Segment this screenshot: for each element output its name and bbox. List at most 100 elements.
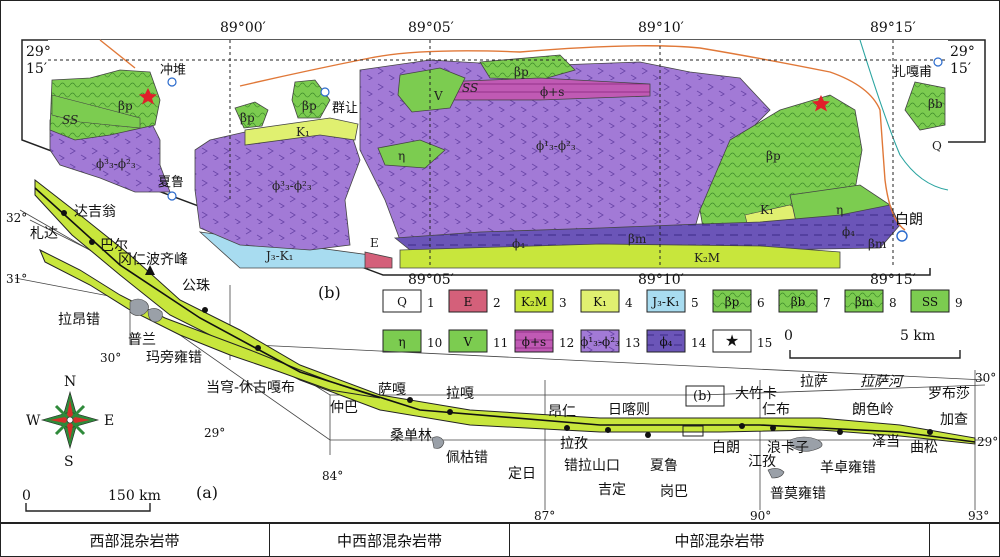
place-a-saga: 萨嘎 (378, 382, 406, 398)
place-a-sangdanlin: 桑单林 (390, 428, 432, 444)
scale-a-zero: 0 (22, 488, 31, 504)
label-ss2: SS (462, 81, 478, 95)
place-a-xialu: 夏鲁 (650, 458, 678, 474)
sample-star-1 (139, 88, 157, 105)
place-a-dajiweng: 达吉翁 (74, 204, 116, 220)
lon-93: 93° (968, 509, 989, 523)
legend-num-12: 12 (559, 336, 574, 350)
legend-num-6: 6 (757, 296, 765, 310)
lat-29-left: 29° (204, 426, 225, 440)
scale-b-zero: 0 (784, 328, 793, 344)
right-lat-min: 15′ (950, 61, 971, 77)
legend-item-3: K₂M 3 (514, 289, 567, 313)
legend-code-8: βm (855, 295, 874, 309)
legend-code-15: ★ (725, 331, 739, 350)
label-bp-left: βp (118, 99, 133, 113)
legend-num-10: 10 (427, 336, 442, 350)
panel-a: 达吉翁 札达 巴尔 冈仁波齐峰 公珠 拉昂错 普兰 玛旁雍错 当穹-休古嘎布 仲… (6, 178, 998, 523)
compass-w: W (26, 413, 41, 429)
legend-code-1: Q (397, 295, 407, 309)
lon-87: 87° (534, 509, 555, 523)
inner-tick-0: 89°05′ (408, 272, 454, 288)
left-lat-deg: 29° (26, 44, 51, 60)
label-k1a: K₁ (296, 125, 310, 139)
place-a-baer: 巴尔 (100, 238, 128, 254)
legend-item-15: ★ 15 (712, 329, 772, 353)
legend-num-3: 3 (559, 296, 567, 310)
lat-30: 30° (100, 351, 121, 365)
legend-num-2: 2 (493, 296, 501, 310)
label-bm2: βm (868, 237, 887, 251)
label-phi-s: ϕ+s (540, 85, 564, 99)
place-a-pumoyongcuo: 普莫雍错 (770, 486, 826, 502)
place-a-laangcuo: 拉昂错 (58, 312, 100, 328)
place-a-jiangzi: 江孜 (748, 454, 776, 470)
place-a-rikaze: 日喀则 (608, 402, 650, 418)
place-a-jiding: 吉定 (598, 482, 626, 498)
lake-pumoyongcuo (767, 468, 785, 479)
label-ss1: SS (62, 113, 78, 127)
top-tick-1: 89°05′ (408, 20, 454, 36)
place-a-zada: 札达 (30, 226, 58, 242)
legend-code-2: E (464, 295, 473, 309)
belt-empty (930, 524, 1000, 557)
label-phi-center: ϕ¹₃-ϕ²₃ (536, 139, 576, 153)
legend-num-8: 8 (889, 296, 897, 310)
label-phi4: ϕ₄ (512, 237, 525, 251)
label-eta2: η (836, 203, 843, 217)
panel-a-label: (a) (196, 483, 218, 502)
place-a-langkazi: 浪卡子 (767, 440, 809, 456)
place-qunrang: 群让 (332, 101, 358, 116)
label-k1b: K₁ (760, 203, 774, 217)
place-a-luobusha: 罗布莎 (928, 386, 970, 402)
legend-code-10: η (398, 335, 405, 349)
place-zhagafu: 扎嘎甫 (893, 65, 932, 80)
place-a-renbu: 仁布 (762, 402, 790, 418)
legend-code-4: K₁ (593, 295, 607, 309)
peak-icon (145, 265, 155, 275)
compass-s: S (64, 454, 74, 470)
legend-code-3: K₂M (521, 295, 547, 309)
panel-b-scale: 0 5 km (784, 328, 961, 359)
place-a-zhongba: 仲巴 (330, 400, 358, 416)
place-a-cuolashankou: 错拉山口 (564, 458, 620, 474)
place-a-mapangyongcuo: 玛旁雍错 (146, 349, 202, 366)
place-a-laga: 拉嘎 (446, 386, 474, 402)
label-phi-left: ϕ³₃-ϕ²₃ (96, 157, 136, 171)
legend-num-7: 7 (823, 296, 831, 310)
lake-laangcuo (129, 298, 149, 316)
label-v: V (433, 89, 443, 103)
place-a-lazi: 拉孜 (560, 436, 588, 452)
legend-num-15: 15 (757, 336, 772, 350)
place-a-kailash: 冈仁波齐峰 (118, 252, 188, 268)
legend-num-11: 11 (493, 336, 508, 350)
sample-star-2 (812, 95, 830, 112)
label-e: E (370, 236, 379, 250)
panel-a-box-b-label: (b) (693, 389, 711, 404)
lake-yangzhuoyongcuo (789, 436, 823, 452)
right-lat-deg: 29° (950, 44, 975, 60)
top-tick-0: 89°00′ (220, 20, 266, 36)
inner-tick-2: 89°15′ (870, 272, 916, 288)
compass-e: E (104, 413, 114, 429)
top-tick-3: 89°15′ (870, 20, 916, 36)
belt-central: 中部混杂岩带 (510, 524, 930, 557)
place-a-yangzhuoyongcuo: 羊卓雍错 (820, 460, 876, 476)
lake-peikucuo (431, 436, 445, 449)
legend-code-13: ϕ¹₃-ϕ²₃ (580, 335, 620, 349)
unit-k2m (399, 243, 841, 269)
label-bm: βm (628, 232, 647, 246)
river-line (859, 39, 949, 191)
place-a-peikucuo: 佩枯错 (446, 450, 488, 466)
label-bp-far: βb (928, 97, 943, 111)
